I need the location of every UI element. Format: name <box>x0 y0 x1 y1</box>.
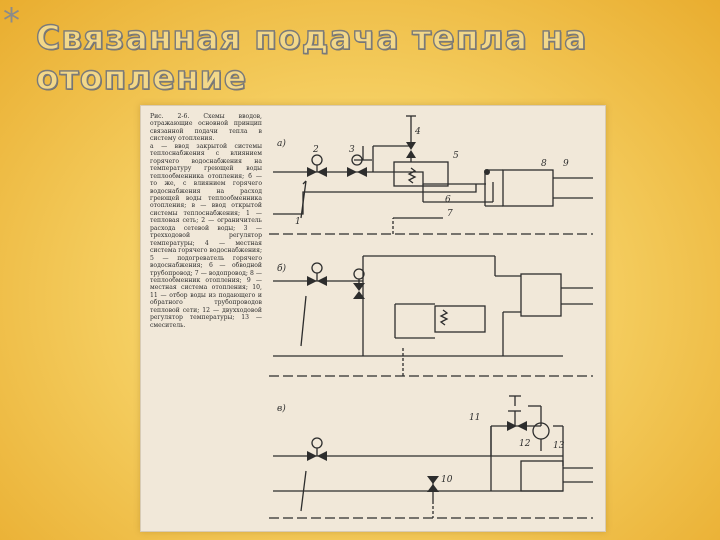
title-bullet: * <box>3 1 20 41</box>
part-number-1: 1 <box>295 217 301 227</box>
panel-label-a: а) <box>277 138 286 149</box>
part-number-13: 13 <box>553 441 565 451</box>
part-number-7: 7 <box>447 209 453 219</box>
scheme-a <box>269 115 593 235</box>
scanned-figure: Рис. 2-6. Схемы вводов, отражающие основ… <box>140 105 606 532</box>
part-number-9: 9 <box>563 159 569 169</box>
slide-title: Связанная подача тепла на отопление <box>35 17 588 97</box>
scheme-a-valves <box>307 142 490 177</box>
scheme-b-valves <box>307 276 365 299</box>
scheme-b <box>269 255 593 377</box>
part-number-10: 10 <box>441 475 453 485</box>
part-number-11: 11 <box>469 413 480 423</box>
scheme-v <box>269 395 593 519</box>
part-number-2: 2 <box>312 145 319 155</box>
part-number-5: 5 <box>453 151 459 161</box>
figure-caption: Рис. 2-6. Схемы вводов, отражающие основ… <box>150 113 262 329</box>
scheme-v-actuators <box>311 437 323 456</box>
part-number-3: 3 <box>349 145 355 155</box>
scheme-v-valves <box>307 421 527 492</box>
piping-diagram: а) б) в) 1 2 3 4 5 6 7 8 9 10 11 12 13 <box>269 115 593 519</box>
scheme-b-actuators <box>311 262 365 286</box>
part-number-6: 6 <box>445 195 451 205</box>
panel-label-v: в) <box>277 403 286 414</box>
panel-label-b: б) <box>277 263 286 274</box>
part-number-12: 12 <box>519 439 531 449</box>
part-number-4: 4 <box>414 127 421 137</box>
scheme-a-actuators <box>311 154 363 172</box>
part-number-8: 8 <box>541 159 547 169</box>
